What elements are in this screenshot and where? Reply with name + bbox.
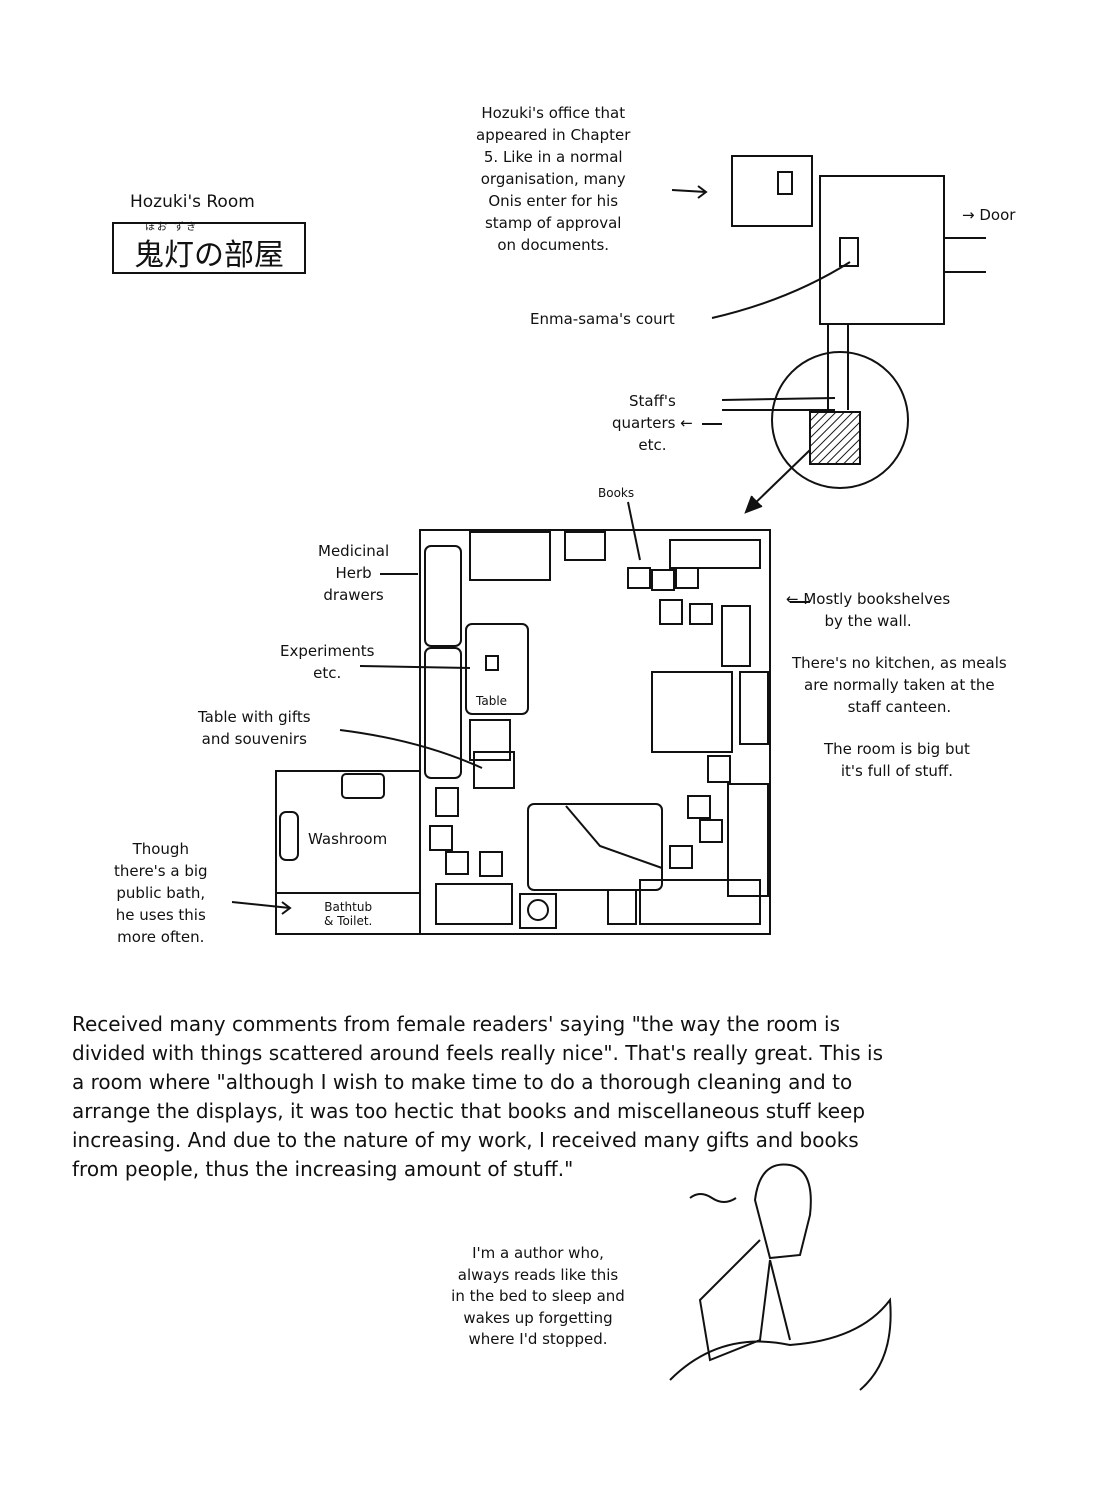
public-bath-label: Though there's a big public bath, he use… [114, 840, 208, 946]
experiments-label: Experiments etc. [280, 642, 375, 682]
author-note: I'm a author who, always reads like this… [451, 1244, 625, 1348]
table-label: Table [476, 694, 508, 708]
bookshelves-label: ← Mostly bookshelves by the wall. [786, 590, 951, 630]
bathtub-label: Bathtub & Toilet. [324, 900, 373, 928]
books-label: Books [598, 486, 635, 500]
gifts-table-label: Table with gifts and souvenirs [198, 708, 311, 748]
door-label: → Door [962, 206, 1016, 224]
court-label: Enma-sama's court [530, 310, 675, 328]
kitchen-label: There's no kitchen, as meals are normall… [792, 654, 1007, 716]
title-english: Hozuki's Room [130, 192, 255, 212]
herb-drawers-label: Medicinal Herb drawers [318, 542, 390, 604]
washroom-label: Washroom [308, 830, 388, 848]
staff-quarters-label: Staff's quarters ← etc. [612, 392, 693, 454]
big-room-label: The room is big but it's full of stuff. [824, 740, 970, 780]
title-ruby: ほお ずき [145, 222, 199, 233]
title-japanese: 鬼灯の部屋 [112, 222, 306, 274]
author-comment: Received many comments from female reade… [72, 1012, 883, 1181]
office-label: Hozuki's office that appeared in Chapter… [476, 104, 631, 254]
